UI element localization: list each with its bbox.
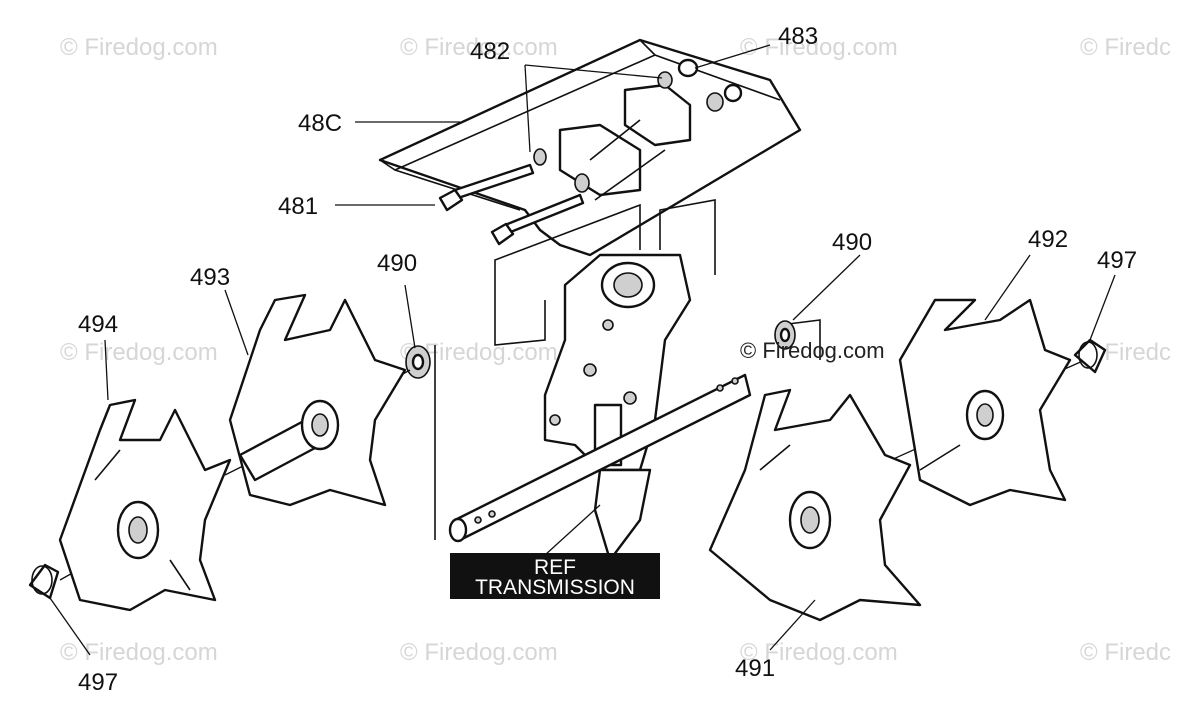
label-part-482: 482 xyxy=(470,38,510,65)
watermark: © Firedog.com xyxy=(60,339,218,366)
washer xyxy=(405,320,796,379)
label-part-483: 483 xyxy=(778,23,818,50)
label-part-491: 491 xyxy=(735,655,775,682)
watermark: © Firedc xyxy=(1080,34,1171,61)
watermark: © Firedog.com xyxy=(740,34,898,61)
callout-leaders xyxy=(49,44,1116,656)
label-part-490-right: 490 xyxy=(832,229,872,256)
watermark: © Firedog.com xyxy=(400,34,558,61)
label-part-490-left: 490 xyxy=(377,250,417,277)
label-part-497-right: 497 xyxy=(1097,247,1137,274)
watermark: © Firedog.com xyxy=(60,639,218,666)
watermark: © Firedog.com xyxy=(400,639,558,666)
watermark-center: © Firedog.com xyxy=(740,338,885,363)
hairpin-clip xyxy=(28,338,1107,600)
watermark: © Firedog.com xyxy=(60,34,218,61)
nut xyxy=(533,58,743,193)
label-part-492: 492 xyxy=(1028,226,1068,253)
tine-shaft xyxy=(448,373,752,543)
label-part-481: 481 xyxy=(278,193,318,220)
shield-bracket xyxy=(558,83,692,201)
watermark: © Firedc xyxy=(1080,639,1171,666)
transmission-housing xyxy=(543,253,692,562)
label-part-493: 493 xyxy=(190,264,230,291)
ref-line2: TRANSMISSION xyxy=(475,576,635,599)
watermark: © Firedog.com xyxy=(740,639,898,666)
ref-line1: REF xyxy=(534,556,576,579)
tine-outer-left xyxy=(58,398,232,612)
label-part-497-left: 497 xyxy=(78,669,118,696)
tine-inner-right xyxy=(898,298,1072,507)
tine-outer-right xyxy=(708,388,922,622)
label-part-494: 494 xyxy=(78,311,118,338)
tine-inner-left xyxy=(228,293,407,507)
bolt xyxy=(438,163,585,246)
label-part-48c: 48C xyxy=(298,110,342,137)
alignment-lines xyxy=(494,199,821,360)
ref-transmission-box: REF TRANSMISSION xyxy=(450,553,660,599)
